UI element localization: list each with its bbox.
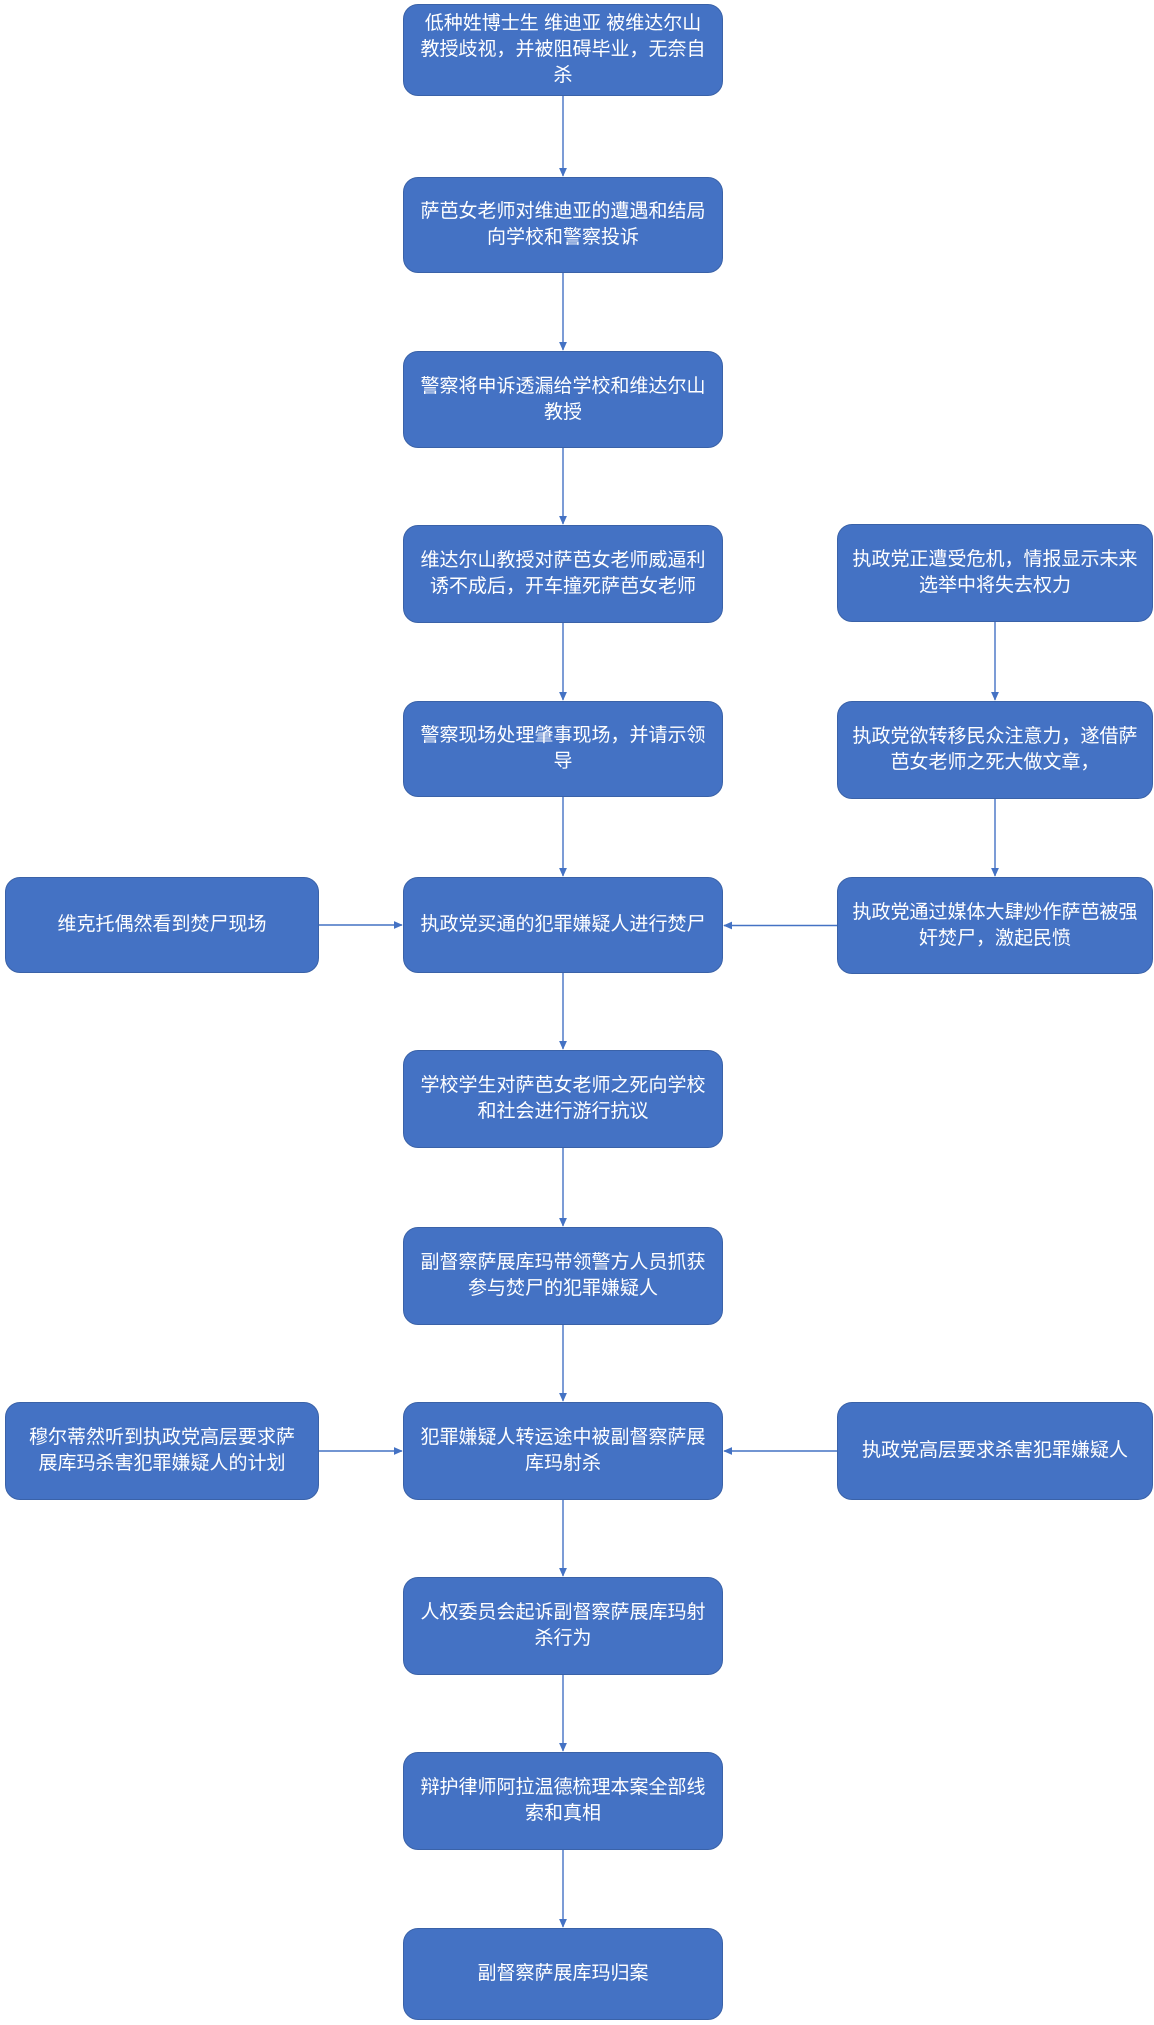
flow-node-c11: 辩护律师阿拉温德梳理本案全部线索和真相 — [403, 1752, 723, 1850]
flow-node-c5: 警察现场处理肇事现场，并请示领导 — [403, 701, 723, 797]
flow-node-c1: 低种姓博士生 维迪亚 被维达尔山教授歧视，并被阻碍毕业，无奈自杀 — [403, 4, 723, 96]
flow-node-r5: 执政党欲转移民众注意力，遂借萨芭女老师之死大做文章， — [837, 701, 1153, 799]
flow-node-l6: 维克托偶然看到焚尸现场 — [5, 877, 319, 973]
flow-node-c7: 学校学生对萨芭女老师之死向学校和社会进行游行抗议 — [403, 1050, 723, 1148]
flow-node-c8: 副督察萨展库玛带领警方人员抓获参与焚尸的犯罪嫌疑人 — [403, 1227, 723, 1325]
flow-node-l9: 穆尔蒂然听到执政党高层要求萨展库玛杀害犯罪嫌疑人的计划 — [5, 1402, 319, 1500]
flow-node-c12: 副督察萨展库玛归案 — [403, 1928, 723, 2020]
flow-node-c10: 人权委员会起诉副督察萨展库玛射杀行为 — [403, 1577, 723, 1675]
flow-node-c2: 萨芭女老师对维迪亚的遭遇和结局向学校和警察投诉 — [403, 177, 723, 273]
flow-node-r6: 执政党通过媒体大肆炒作萨芭被强奸焚尸，激起民愤 — [837, 877, 1153, 974]
flow-node-r9: 执政党高层要求杀害犯罪嫌疑人 — [837, 1402, 1153, 1500]
flow-node-c6: 执政党买通的犯罪嫌疑人进行焚尸 — [403, 877, 723, 973]
flow-node-c3: 警察将申诉透漏给学校和维达尔山教授 — [403, 351, 723, 448]
flow-node-c4: 维达尔山教授对萨芭女老师威逼利诱不成后，开车撞死萨芭女老师 — [403, 525, 723, 623]
flow-node-c9: 犯罪嫌疑人转运途中被副督察萨展库玛射杀 — [403, 1402, 723, 1500]
flow-node-r4: 执政党正遭受危机，情报显示未来选举中将失去权力 — [837, 524, 1153, 622]
